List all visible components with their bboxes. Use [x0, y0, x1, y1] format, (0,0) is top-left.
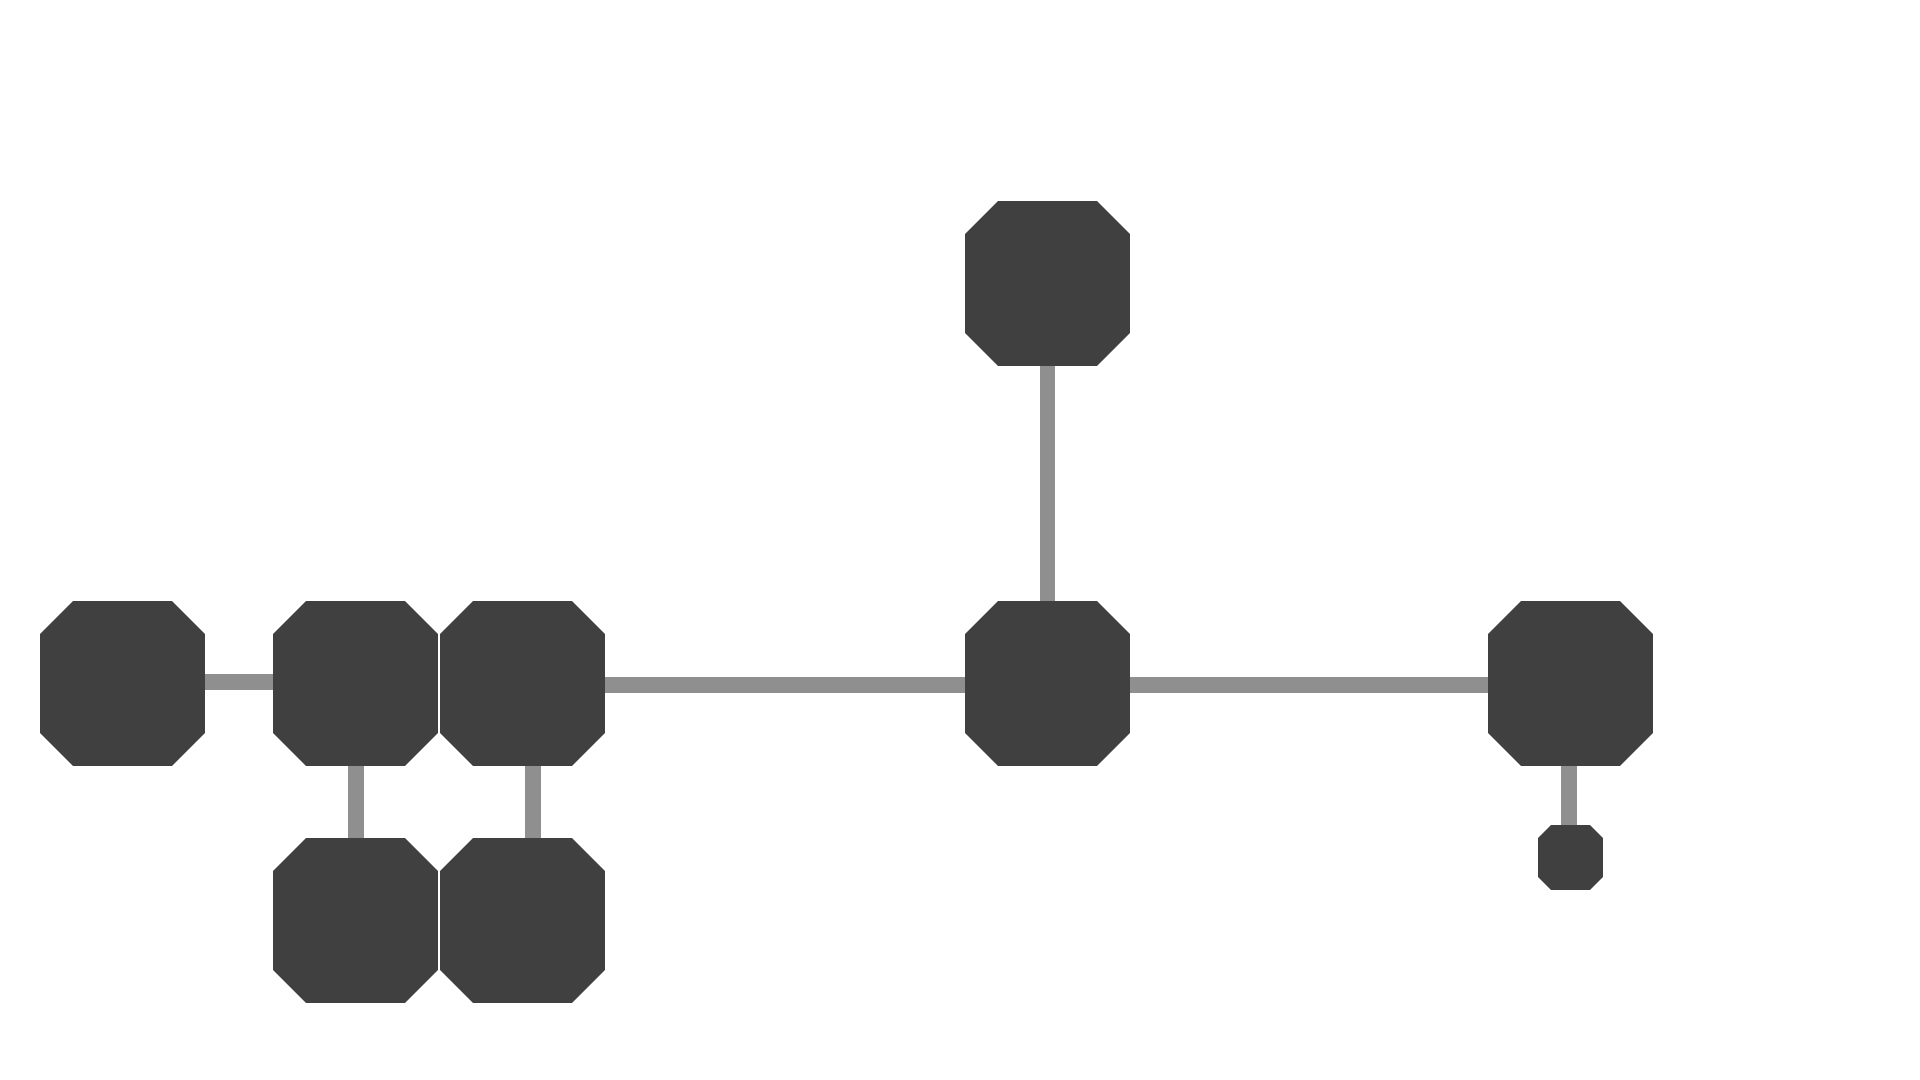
edge-e-i — [1561, 762, 1577, 828]
edge-d-e — [1125, 677, 1493, 693]
node-b — [273, 601, 438, 766]
node-c — [440, 601, 605, 766]
edge-c-h — [525, 762, 541, 842]
edge-a-b — [200, 674, 280, 690]
edges — [200, 360, 1577, 842]
node-e — [1488, 601, 1653, 766]
node-g — [273, 838, 438, 1003]
edge-b-g — [348, 762, 364, 842]
nodes — [40, 201, 1653, 1003]
node-d — [965, 601, 1130, 766]
node-a — [40, 601, 205, 766]
node-h — [440, 838, 605, 1003]
edge-c-d — [600, 677, 970, 693]
node-i — [1538, 825, 1603, 890]
edge-d-f — [1040, 360, 1055, 605]
node-f — [965, 201, 1130, 366]
